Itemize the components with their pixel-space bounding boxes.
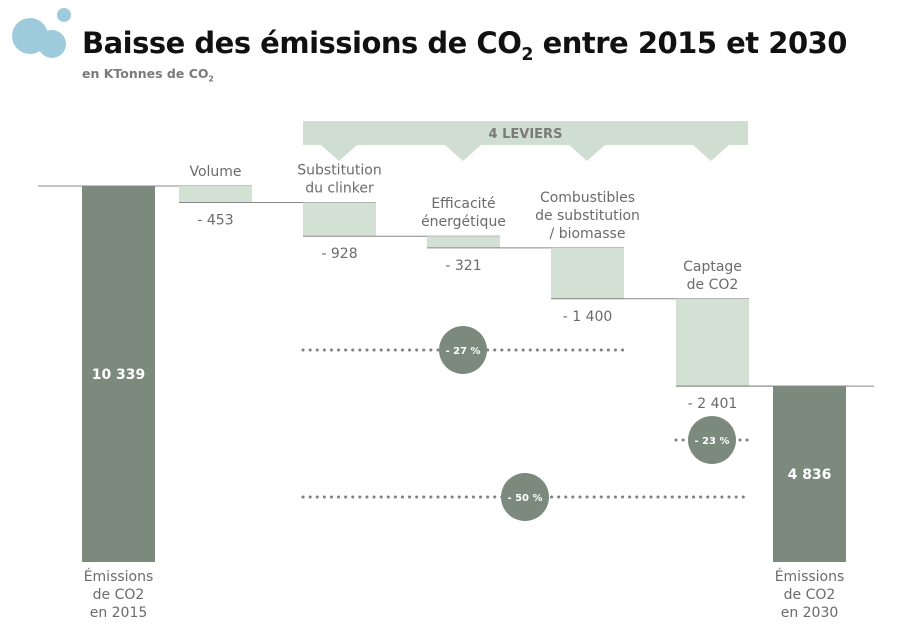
category-label-4: Combustibles — [540, 190, 635, 206]
value-label-1: - 453 — [197, 212, 233, 228]
category-label-4: de substitution — [535, 208, 640, 224]
banner-shape — [303, 121, 748, 161]
bar-3 — [427, 236, 500, 248]
category-label-5: de CO2 — [687, 277, 739, 293]
category-label-2: Substitution — [297, 162, 382, 178]
category-label-6: de CO2 — [784, 587, 836, 603]
category-label-5: Captage — [683, 259, 742, 275]
category-label-4: / biomasse — [550, 226, 626, 242]
percent-label-0: - 27 % — [445, 346, 480, 357]
bar-1 — [179, 186, 252, 203]
value-label-6: 4 836 — [788, 467, 832, 483]
logo-icon-part — [38, 30, 66, 58]
percent-circle-1 — [688, 416, 736, 464]
category-label-3: Efficacité — [431, 196, 495, 212]
category-label-2: du clinker — [305, 180, 374, 196]
value-label-0: 10 339 — [92, 367, 146, 383]
category-label-1: Volume — [189, 164, 241, 180]
logo-icon-dot — [57, 8, 71, 22]
bar-6 — [773, 386, 846, 562]
percent-circle-2 — [501, 473, 549, 521]
value-label-4: - 1 400 — [563, 309, 613, 325]
bar-0 — [82, 186, 155, 562]
value-label-2: - 928 — [321, 246, 357, 262]
bar-5 — [676, 298, 749, 387]
value-label-5: - 2 401 — [688, 396, 738, 412]
percent-label-2: - 50 % — [507, 493, 542, 504]
category-label-0: de CO2 — [93, 587, 145, 603]
category-label-6: Émissions — [775, 568, 845, 585]
percent-circle-0 — [439, 326, 487, 374]
value-label-3: - 321 — [445, 258, 481, 274]
bar-2 — [303, 202, 376, 237]
category-label-0: Émissions — [84, 568, 154, 585]
bar-4 — [551, 247, 624, 299]
category-label-0: en 2015 — [90, 605, 148, 621]
chart-title: Baisse des émissions de CO2 entre 2015 e… — [82, 26, 847, 65]
banner-label: 4 LEVIERS — [489, 127, 563, 142]
category-label-3: énergétique — [421, 214, 506, 230]
chart-subtitle: en KTonnes de CO2 — [82, 66, 214, 84]
category-label-6: en 2030 — [781, 605, 839, 621]
percent-label-1: - 23 % — [694, 436, 729, 447]
